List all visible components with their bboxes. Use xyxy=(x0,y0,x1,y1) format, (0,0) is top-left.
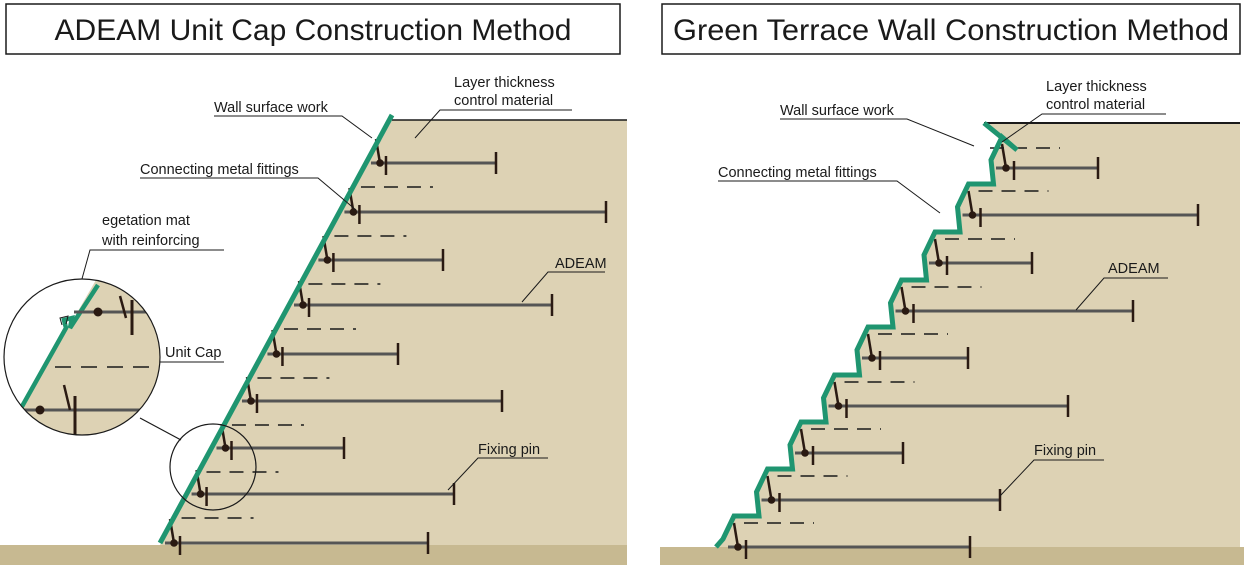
right-fitting-2 xyxy=(935,259,943,267)
leader-adeam-right xyxy=(1075,277,1168,311)
label-wall-surface-left: Wall surface work xyxy=(214,100,329,116)
right-brace-6 xyxy=(799,428,807,454)
right-fitting-8 xyxy=(734,543,742,551)
left-fitting-7 xyxy=(196,490,205,498)
right-fitting-0 xyxy=(1002,164,1010,172)
left-soil xyxy=(160,120,627,545)
right-leaders xyxy=(718,113,1168,497)
right-brace-7 xyxy=(766,475,773,501)
detail-target-circle xyxy=(169,423,257,511)
left-fitting-8 xyxy=(170,539,178,547)
right-fitting-5 xyxy=(834,402,843,410)
right-panel: Green Terrace Wall Construction Method L… xyxy=(660,3,1244,565)
label-veg-line2-left: with reinforcing xyxy=(101,233,200,249)
leader-fixing-left xyxy=(447,457,548,491)
leader-layer-left xyxy=(414,109,572,139)
left-title-box xyxy=(5,3,621,55)
label-connecting-right: Connecting metal fittings xyxy=(718,165,877,181)
right-ground xyxy=(660,547,1244,565)
right-fitting-6 xyxy=(801,449,809,457)
right-brace-8 xyxy=(732,522,740,548)
left-fitting-3 xyxy=(299,301,307,309)
left-fitting-0 xyxy=(376,159,384,167)
label-layer-line1-right: Layer thickness xyxy=(1046,79,1147,95)
right-wall-surface xyxy=(714,121,1019,549)
label-connecting-left: Connecting metal fittings xyxy=(140,162,299,178)
left-fitting-4 xyxy=(272,350,281,358)
right-brace-2 xyxy=(933,238,941,264)
label-layer-line2-left: control material xyxy=(454,93,553,109)
left-panel: ADEAM Unit Cap Construction Method Layer… xyxy=(0,3,627,565)
label-layer-line2-right: control material xyxy=(1046,97,1145,113)
detail-magnified xyxy=(4,279,160,435)
right-fitting-3 xyxy=(901,307,910,315)
detail-magnified-outline xyxy=(3,278,161,436)
right-soil xyxy=(716,123,1240,547)
left-fitting-2 xyxy=(323,256,332,264)
label-adeam-right: ADEAM xyxy=(1108,261,1160,277)
leader-connecting-right xyxy=(718,180,941,214)
label-veg-line1-left: egetation mat xyxy=(102,213,190,229)
leader-wall-left xyxy=(214,115,373,139)
right-fitting-7 xyxy=(767,496,776,504)
leader-wall-right xyxy=(780,118,975,147)
detail-connector-line xyxy=(139,417,182,441)
left-ground xyxy=(0,545,627,565)
label-fixing-right: Fixing pin xyxy=(1034,443,1096,459)
leader-adeam-left xyxy=(521,271,605,303)
right-reinforcement xyxy=(728,143,1200,559)
right-fitting-1 xyxy=(968,211,977,219)
leader-connecting-left xyxy=(140,177,357,211)
left-fitting-6 xyxy=(221,444,230,452)
leader-fixing-right xyxy=(999,459,1104,497)
right-title-box xyxy=(661,3,1241,55)
right-brace-5 xyxy=(833,381,840,407)
left-reinforcement xyxy=(165,138,608,555)
left-fitting-5 xyxy=(247,397,255,405)
right-brace-4 xyxy=(866,333,874,359)
label-layer-line1-left: Layer thickness xyxy=(454,75,555,91)
right-brace-1 xyxy=(967,190,974,216)
right-title: Green Terrace Wall Construction Method xyxy=(673,14,1229,47)
label-wall-surface-right: Wall surface work xyxy=(780,103,895,119)
right-fitting-4 xyxy=(868,354,876,362)
leader-layer-right xyxy=(1001,113,1166,143)
label-adeam-left: ADEAM xyxy=(555,256,607,272)
label-unit-cap-left: Unit Cap xyxy=(165,345,221,361)
left-fitting-1 xyxy=(349,208,358,216)
left-title: ADEAM Unit Cap Construction Method xyxy=(55,14,572,47)
left-wall-surface xyxy=(157,113,395,545)
label-fixing-left: Fixing pin xyxy=(478,442,540,458)
right-brace-3 xyxy=(900,286,907,312)
